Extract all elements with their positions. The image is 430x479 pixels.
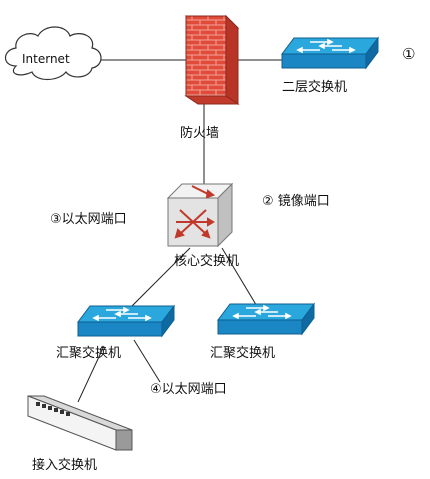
- firewall-icon: [184, 14, 240, 105]
- switch-icon: [217, 302, 315, 336]
- cloud-icon: [4, 26, 102, 81]
- switch-icon: [281, 36, 379, 70]
- l2-switch-label: 二层交换机: [282, 80, 348, 95]
- core-switch-icon: [166, 182, 234, 248]
- access-switch-label: 接入交换机: [32, 458, 98, 473]
- agg-switch-right-label: 汇聚交换机: [210, 346, 276, 361]
- link-agg-access: [77, 345, 105, 403]
- link-core-agg-right: [221, 247, 259, 309]
- eth-port-3-label: ③以太网端口: [50, 212, 127, 227]
- core-switch-label: 核心交换机: [174, 254, 240, 269]
- marker-1: ①: [402, 45, 416, 63]
- pointer-eth-port-4: [133, 339, 161, 383]
- access-switch-icon: [27, 395, 133, 451]
- firewall-label: 防火墙: [180, 126, 220, 141]
- eth-port-4-label: ④以太网端口: [150, 382, 227, 397]
- mirror-port-label: ② 镜像端口: [262, 194, 330, 209]
- switch-icon: [77, 304, 175, 338]
- internet-label: Internet: [22, 52, 70, 66]
- agg-switch-left-label: 汇聚交换机: [56, 346, 122, 361]
